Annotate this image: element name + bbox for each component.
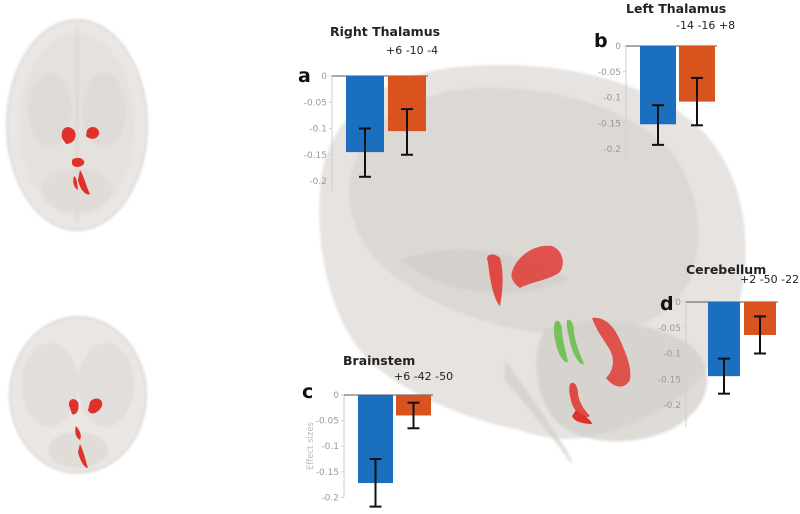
y-tick-label: 0: [675, 298, 681, 308]
y-tick-label: -0.1: [321, 442, 339, 452]
panel-title-brainstem: Brainstem: [343, 353, 415, 368]
y-tick-label: -0.1: [309, 125, 327, 135]
y-tick-label: -0.15: [658, 375, 681, 385]
y-tick-label: 0: [321, 72, 327, 82]
chart-left-thalamus: b Left Thalamus -14 -16 +8 0 -0.05 -0.1 -0.…: [594, 1, 735, 161]
chart-brainstem: c Brainstem +6 -42 -50 Effect sizes 0 -0.…: [302, 353, 453, 508]
y-tick-label: -0.05: [304, 98, 327, 108]
sagittal-brainstem-green-highlights: [553, 319, 584, 365]
panel-title-cerebellum: Cerebellum: [686, 262, 766, 277]
y-tick-label: -0.1: [663, 350, 681, 360]
y-tick-label: -0.2: [309, 177, 327, 187]
y-tick-label: -0.15: [598, 119, 621, 129]
panel-letter-a: a: [298, 65, 311, 87]
panel-letter-c: c: [302, 381, 313, 403]
y-tick-label: 0: [333, 391, 339, 401]
sagittal-cerebellum-brainstem-red-highlights: [569, 317, 631, 424]
y-axis-label-brainstem: Effect sizes: [306, 421, 316, 470]
bars-brainstem: [358, 395, 431, 508]
coronal-brain-view-bottom: [9, 316, 147, 474]
chart-right-thalamus: a Right Thalamus +6 -10 -4 0 -0.05 -0.1 -0.…: [298, 24, 440, 191]
axial-top-thalamus-highlights: [61, 127, 100, 195]
coords-brainstem: +6 -42 -50: [394, 370, 453, 383]
y-tick-label: -0.2: [321, 493, 339, 503]
sagittal-thalamus-highlights: [487, 245, 563, 306]
panel-title-right-thalamus: Right Thalamus: [330, 24, 440, 39]
y-tick-label: -0.05: [316, 417, 339, 427]
y-tick-label: -0.2: [603, 145, 621, 155]
coords-cerebellum: +2 -50 -22: [740, 273, 799, 286]
y-tick-label: -0.15: [316, 468, 339, 478]
panel-letter-d: d: [660, 293, 674, 315]
y-tick-label: 0: [615, 42, 621, 52]
panel-title-left-thalamus: Left Thalamus: [626, 1, 726, 16]
axial-brain-view-top: [6, 19, 148, 231]
bars-right-thalamus: [346, 76, 426, 178]
bars-left-thalamus: [640, 46, 715, 146]
chart-cerebellum: d Cerebellum +2 -50 -22 0 -0.05 -0.1 -0.15 -…: [658, 262, 799, 427]
panel-letter-b: b: [594, 30, 608, 52]
y-tick-label: -0.05: [598, 68, 621, 78]
bars-cerebellum: [708, 302, 776, 395]
y-axis-cerebellum: 0 -0.05 -0.1 -0.15 -0.2: [658, 298, 778, 427]
y-tick-label: -0.15: [304, 151, 327, 161]
y-tick-label: -0.05: [658, 324, 681, 334]
y-tick-label: -0.1: [603, 94, 621, 104]
coords-left-thalamus: -14 -16 +8: [676, 19, 735, 32]
coords-right-thalamus: +6 -10 -4: [386, 44, 438, 57]
coronal-bottom-highlights: [68, 398, 103, 468]
y-tick-label: -0.2: [663, 401, 681, 411]
